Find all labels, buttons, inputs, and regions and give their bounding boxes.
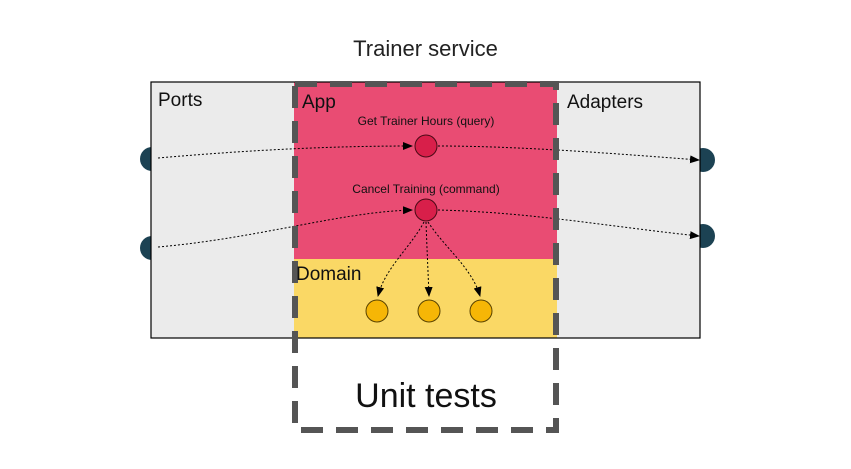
query-label: Get Trainer Hours (query) — [357, 114, 495, 128]
app-label: App — [302, 92, 336, 113]
flow-arrow-command-to-domain-center — [424, 221, 433, 297]
app-layer — [294, 82, 557, 259]
flow-arrow-port-to-command — [157, 206, 413, 248]
command-label: Cancel Training (command) — [352, 182, 500, 196]
query-node — [414, 134, 438, 158]
flow-arrow-command-to-domain-left — [376, 221, 425, 297]
ports-label: Ports — [158, 90, 203, 111]
command-node — [414, 198, 438, 222]
ports-panel — [151, 82, 294, 338]
flow-arrow-command-to-domain-right — [427, 221, 482, 297]
adapters-label: Adapters — [567, 92, 644, 113]
domain-node-center — [417, 299, 441, 323]
diagram-title: Trainer service — [353, 36, 498, 61]
domain-node-right — [469, 299, 493, 323]
unit-tests-boundary — [292, 81, 559, 433]
domain-node-left — [365, 299, 389, 323]
unit-tests-label: Unit tests — [355, 377, 497, 415]
service-border — [150, 81, 701, 339]
flow-arrow-query-to-adapter — [437, 145, 700, 164]
domain-label: Domain — [296, 264, 362, 285]
adapters-panel — [557, 82, 700, 338]
domain-layer — [294, 259, 557, 338]
